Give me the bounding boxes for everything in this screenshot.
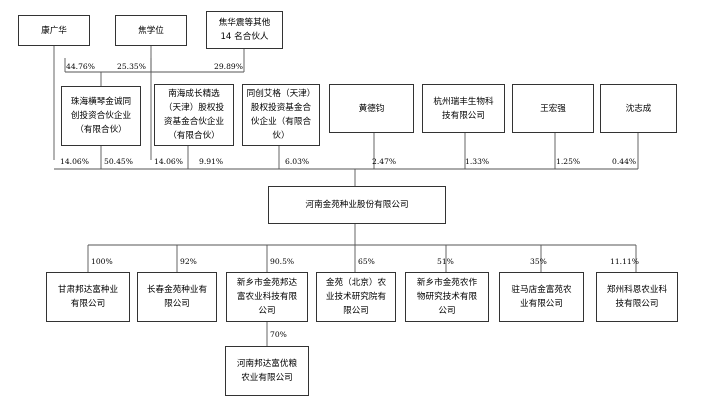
shareholder-zhuhai-fund: 珠海横琴金诚同 创投资合伙企业 （有限合伙） (61, 86, 141, 146)
subsidiary-zhengzhou-keen: 郑州科恩农业科 技有限公司 (596, 272, 678, 322)
shareholder-label: 黄德钧 (358, 103, 385, 114)
shareholder-tongchuang-fund: 同创艾格（天津） 股权投资基金合 伙企业（有限合 伙） (242, 84, 320, 146)
pct-sub-gansu: 100% (91, 257, 113, 266)
subsidiary-xinxiang-bangdafu: 新乡市金苑邦达 富农业科技有限 公司 (226, 272, 308, 322)
shareholder-label: 王宏强 (540, 103, 566, 114)
pct-kang-to-zhuhai: 44.76% (66, 62, 95, 71)
holder-label: 焦学位 (138, 25, 164, 36)
pct-wang: 1.25% (556, 157, 581, 166)
shareholder-shen-zhicheng: 沈志成 (600, 84, 677, 133)
subsidiary-changchun-jinyuan: 长春金苑种业有 限公司 (137, 272, 217, 322)
main-company: 河南金苑种业股份有限公司 (268, 186, 446, 224)
subsidiary-label: 长春金苑种业有 限公司 (146, 285, 208, 309)
shareholder-label: 珠海横琴金诚同 创投资合伙企业 （有限合伙） (70, 97, 132, 135)
subsidiary-label: 甘肃邦达富种业 有限公司 (57, 285, 119, 309)
subsidiary-label: 新乡市金苑邦达 富农业科技有限 公司 (236, 278, 298, 316)
pct-others-to-zhuhai: 29.89% (214, 62, 243, 71)
pct-jiao-to-zhuhai: 25.35% (117, 62, 146, 71)
pct-jiao-direct: 14.06% (154, 157, 183, 166)
pct-zhuhai: 50.45% (104, 157, 133, 166)
subsidiary-gansu-bangdafu: 甘肃邦达富种业 有限公司 (46, 272, 130, 322)
pct-tongchuang: 6.03% (285, 157, 310, 166)
pct-sub-subsidiary: 70% (270, 330, 287, 339)
subsidiary-label: 郑州科恩农业科 技有限公司 (606, 285, 668, 309)
holder-jiao-xuewei: 焦学位 (115, 15, 187, 46)
subsidiary-label: 新乡市金苑农作 物研究技术有限 公司 (416, 278, 478, 316)
pct-sub-changchun: 92% (180, 257, 197, 266)
holder-other-partners: 焦华震等其他 14 名合伙人 (206, 11, 283, 49)
subsidiary-zhumadian: 驻马店金富苑农 业有限公司 (499, 272, 584, 322)
pct-sub-xinxiang-bangdafu: 90.5% (270, 257, 295, 266)
subsidiary-label: 驻马店金富苑农 业有限公司 (511, 285, 572, 309)
pct-kang-direct: 14.06% (60, 157, 89, 166)
pct-sub-zhumadian: 35% (530, 257, 547, 266)
pct-sub-beijing: 65% (358, 257, 375, 266)
pct-hangzhou: 1.33% (465, 157, 490, 166)
subsidiary-henan-bangdafu-youliang: 河南邦达富优粮 农业有限公司 (225, 346, 309, 396)
shareholder-huang-dejun: 黄德钧 (329, 84, 414, 133)
shareholder-label: 同创艾格（天津） 股权投资基金合 伙企业（有限合 伙） (246, 89, 316, 141)
subsidiary-jinyuan-beijing: 金苑（北京）农 业技术研究院有 限公司 (316, 272, 396, 322)
holder-label: 焦华震等其他 14 名合伙人 (218, 18, 271, 42)
pct-shen: 0.44% (612, 157, 637, 166)
subsidiary-xinxiang-crops: 新乡市金苑农作 物研究技术有限 公司 (405, 272, 489, 322)
pct-sub-xinxiang-crops: 51% (437, 257, 454, 266)
shareholder-label: 沈志成 (625, 103, 652, 114)
shareholder-hangzhou-ruifeng: 杭州瑞丰生物科 技有限公司 (422, 84, 505, 133)
holder-kang-guanghua: 康广华 (18, 15, 90, 46)
shareholder-wang-hongqiang: 王宏强 (512, 84, 594, 133)
shareholder-label: 杭州瑞丰生物科 技有限公司 (433, 96, 494, 121)
shareholder-label: 南海成长精选 （天津）股权投 资基金合伙企业 （有限合伙） (163, 89, 225, 141)
pct-sub-zhengzhou: 11.11% (610, 257, 639, 266)
pct-nanhai: 9.91% (199, 157, 224, 166)
company-label: 河南金苑种业股份有限公司 (305, 200, 409, 210)
subsidiary-label: 河南邦达富优粮 农业有限公司 (236, 359, 298, 383)
pct-huang: 2.47% (372, 157, 397, 166)
shareholder-nanhai-fund: 南海成长精选 （天津）股权投 资基金合伙企业 （有限合伙） (154, 84, 234, 146)
subsidiary-label: 金苑（北京）农 业技术研究院有 限公司 (325, 278, 387, 316)
holder-label: 康广华 (41, 25, 67, 36)
